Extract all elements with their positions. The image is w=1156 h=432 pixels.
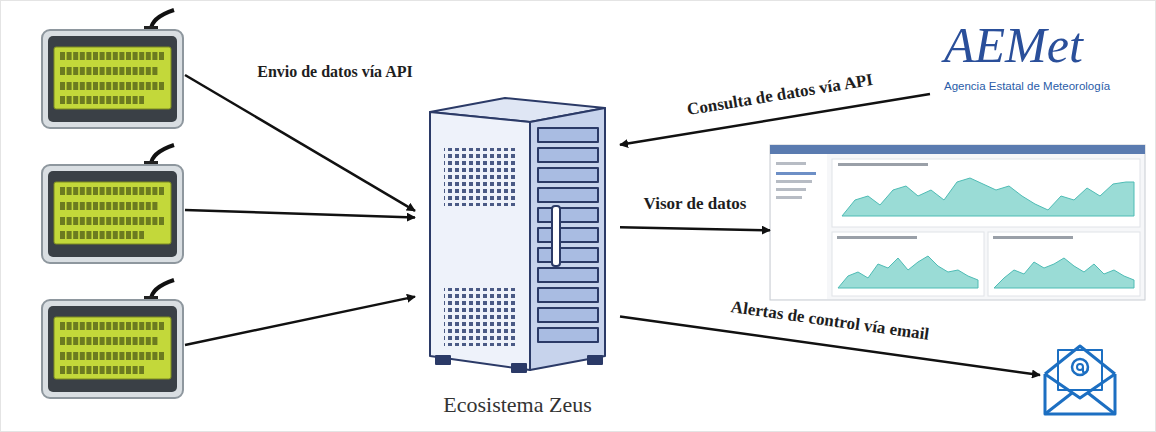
- sensor-device: [40, 290, 185, 400]
- aemet-logo: AEMetAgencia Estatal de Meteorología: [930, 12, 1125, 112]
- server-rack-drawing: [444, 148, 516, 206]
- dashboard-screenshot: [776, 188, 806, 191]
- edge-label: Consulta de datos vía API: [683, 69, 878, 120]
- server-rack-drawing: [538, 168, 598, 182]
- server-rack-drawing: [538, 228, 598, 242]
- server-rack-drawing: [444, 288, 516, 346]
- server-node: Ecosistema Zeus: [415, 92, 620, 422]
- server-rack-drawing: [588, 356, 602, 364]
- server-rack-drawing: [538, 208, 598, 222]
- dashboard-screenshot: [988, 232, 1140, 296]
- server-rack-drawing: [538, 188, 598, 202]
- server-rack-drawing: [512, 364, 526, 372]
- server-rack-drawing: [538, 128, 598, 142]
- dashboard-screenshot: [994, 258, 1134, 288]
- server-rack-drawing: [538, 248, 598, 262]
- email-envelope-icon: [1045, 346, 1115, 414]
- server-rack-drawing: [552, 206, 560, 266]
- dashboard-screenshot: [832, 232, 984, 296]
- dashboard-screenshot: [770, 145, 1145, 300]
- email-envelope-icon: [1045, 374, 1115, 414]
- flow-arrow: [620, 227, 770, 230]
- dashboard-screenshot: [837, 236, 917, 239]
- dashboard-screenshot: [771, 154, 827, 299]
- sensor-devices: [42, 145, 183, 263]
- email-envelope-icon: [1045, 393, 1072, 414]
- dashboard-screenshot: [832, 159, 1140, 227]
- email-icon: [1040, 340, 1120, 418]
- logo-wordmark: AEMet: [944, 16, 1083, 74]
- dashboard-screenshot: [838, 256, 978, 288]
- sensor-device: [40, 20, 185, 130]
- edge-label: Alertas de control vía email: [727, 297, 934, 345]
- flow-arrow: [185, 210, 415, 217]
- server-rack-drawing: [538, 328, 598, 342]
- server-rack-drawing: [538, 148, 598, 162]
- edge-label: Visor de datos: [641, 194, 750, 214]
- server-rack-drawing: [430, 98, 605, 372]
- dashboard-screenshot: [776, 162, 806, 165]
- email-envelope-icon: [1045, 374, 1115, 398]
- edge-label: Envio de datos vía API: [254, 63, 416, 81]
- server-rack-drawing: [538, 268, 598, 282]
- dashboard-screenshot: [993, 236, 1073, 239]
- dashboard-screenshot: [770, 145, 1145, 300]
- logo-subtitle: Agencia Estatal de Meteorología: [944, 80, 1110, 92]
- dashboard-screenshot: [776, 196, 802, 199]
- dashboard-screenshot: [842, 178, 1134, 216]
- email-envelope-icon: [1072, 359, 1088, 375]
- flow-arrow: [185, 75, 415, 211]
- server-rack-drawing: [530, 108, 605, 370]
- system-name: Ecosistema Zeus: [443, 392, 591, 418]
- sensor-devices: [42, 10, 183, 128]
- server-rack-drawing: [436, 356, 450, 364]
- server-rack-drawing: [538, 288, 598, 302]
- sensor-device: [40, 155, 185, 265]
- email-envelope-icon: [1083, 367, 1088, 372]
- server-rack-drawing: [538, 308, 598, 322]
- dashboard-screenshot: [776, 180, 812, 183]
- email-envelope-icon: [1088, 393, 1115, 414]
- dashboard-screenshot: [776, 172, 816, 175]
- email-envelope-icon: [1045, 346, 1115, 374]
- server-rack-drawing: [430, 112, 530, 370]
- email-envelope-icon: [1058, 350, 1102, 390]
- data-viewer: [770, 145, 1145, 300]
- flow-arrow: [185, 297, 415, 345]
- sensor-devices: [42, 10, 183, 398]
- dashboard-screenshot: [770, 145, 1145, 154]
- sensor-devices: [42, 280, 183, 398]
- dashboard-screenshot: [838, 163, 928, 166]
